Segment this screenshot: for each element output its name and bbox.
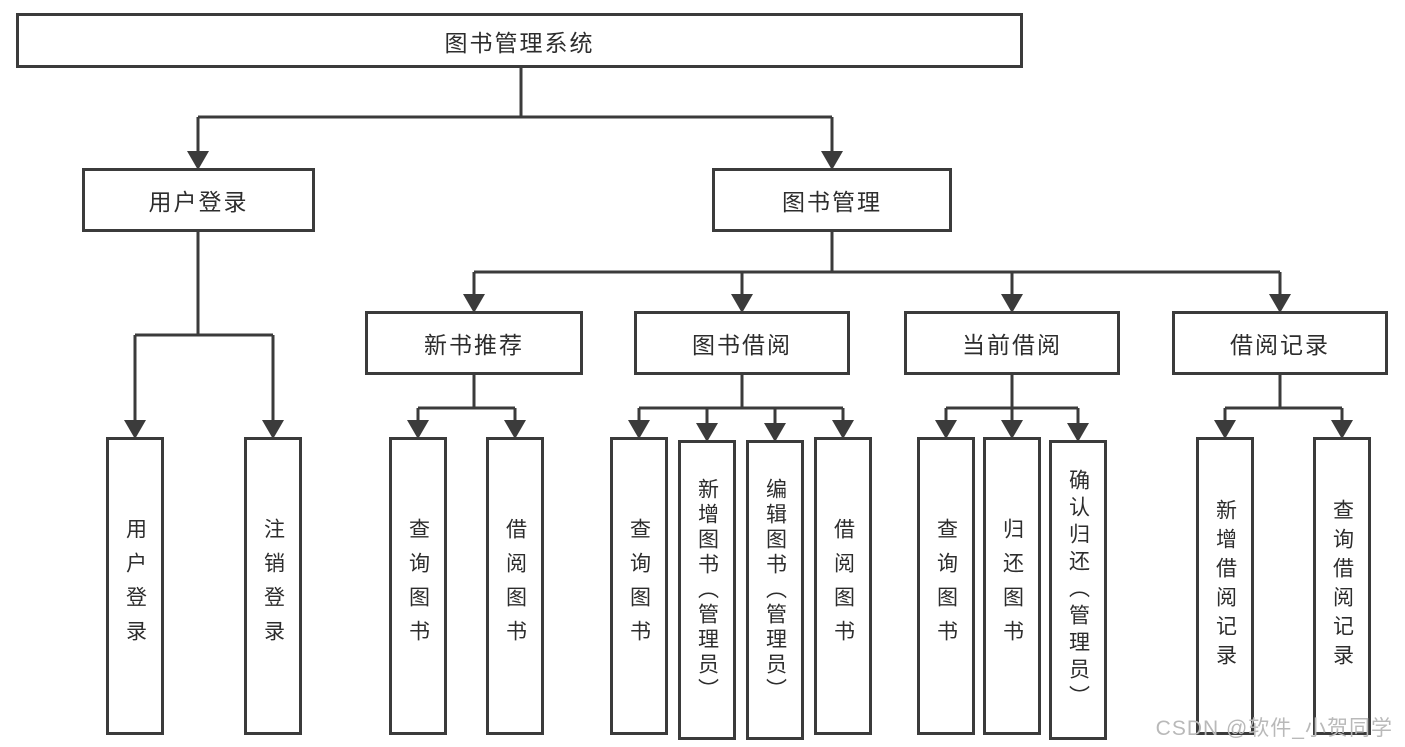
leaf-label: 新增借阅记录 [1213,499,1237,673]
node-label: 当前借阅 [962,332,1062,358]
leaf-recommend-query-book: 查询图书 [389,437,447,735]
leaf-current-query-book: 查询图书 [917,437,975,735]
node-new-book-recommend: 新书推荐 [365,311,583,375]
leaf-add-borrow-record: 新增借阅记录 [1196,437,1254,735]
node-label: 图书管理系统 [444,29,595,56]
csdn-watermark: CSDN @软件_小贺同学 [1155,717,1393,740]
leaf-add-book-admin: 新增图书（管理员） [678,440,736,740]
leaf-label: 确认归还（管理员） [1066,468,1090,712]
leaf-return-book: 归还图书 [983,437,1041,735]
leaf-label: 借阅图书 [831,518,855,654]
node-borrow-records: 借阅记录 [1172,311,1388,375]
node-book-borrow: 图书借阅 [634,311,850,375]
leaf-logout: 注销登录 [244,437,302,735]
node-library-system: 图书管理系统 [16,13,1023,68]
node-label: 图书管理 [782,189,882,215]
node-user-login: 用户登录 [82,168,315,232]
node-current-borrow: 当前借阅 [904,311,1120,375]
node-book-management: 图书管理 [712,168,952,232]
leaf-label: 用户登录 [123,518,147,654]
leaf-borrow-book: 借阅图书 [814,437,872,735]
leaf-confirm-return-admin: 确认归还（管理员） [1049,440,1107,740]
leaf-label: 编辑图书（管理员） [763,477,787,703]
leaf-borrow-query-book: 查询图书 [610,437,668,735]
leaf-recommend-borrow-book: 借阅图书 [486,437,544,735]
leaf-label: 查询借阅记录 [1330,499,1354,673]
leaf-label: 注销登录 [261,518,285,654]
leaf-label: 查询图书 [627,518,651,654]
node-label: 用户登录 [148,189,249,215]
leaf-label: 新增图书（管理员） [695,477,719,703]
leaf-label: 归还图书 [1000,518,1024,654]
node-label: 图书借阅 [692,332,792,358]
leaf-label: 查询图书 [934,518,958,654]
node-label: 新书推荐 [424,332,524,358]
node-label: 借阅记录 [1230,332,1330,358]
leaf-query-borrow-record: 查询借阅记录 [1313,437,1371,735]
leaf-edit-book-admin: 编辑图书（管理员） [746,440,804,740]
leaf-label: 借阅图书 [503,518,527,654]
leaf-label: 查询图书 [406,518,430,654]
leaf-user-login: 用户登录 [106,437,164,735]
